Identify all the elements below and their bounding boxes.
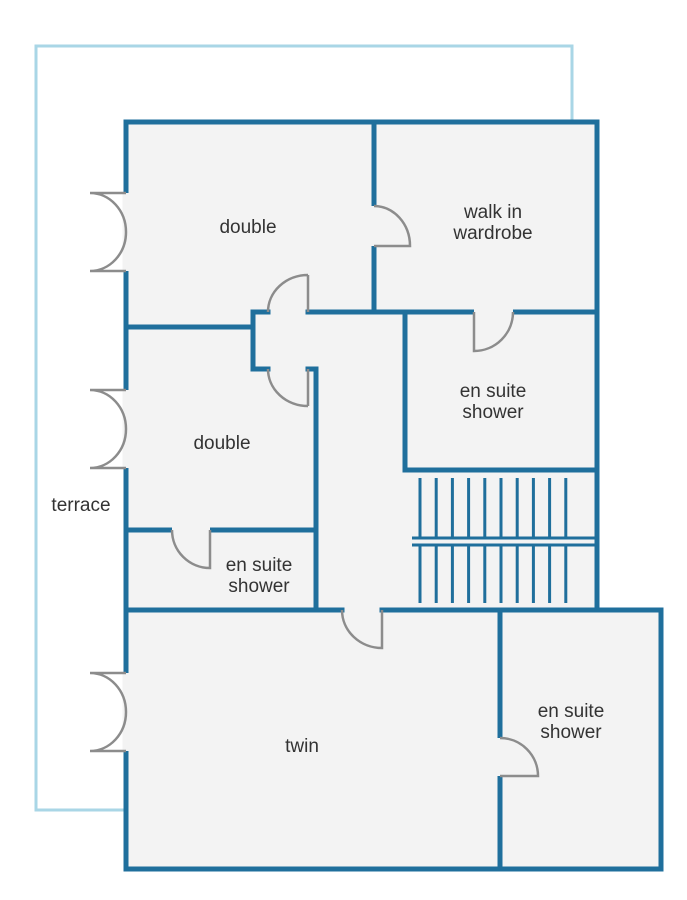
room-labels: terrace double walk in wardrobe en suite…: [51, 202, 604, 757]
label-walk-in-1: walk in: [463, 202, 522, 223]
door-openings: [172, 206, 513, 776]
label-ensuite-top-2: shower: [462, 402, 524, 423]
label-ensuite-top-1: en suite: [460, 381, 527, 402]
staircase: [412, 478, 595, 603]
label-twin: twin: [285, 736, 319, 757]
doors: [89, 191, 540, 778]
label-terrace: terrace: [51, 495, 110, 516]
door-ensuite-right: [499, 736, 540, 778]
door-ensuite-small: [170, 529, 212, 570]
floor-fill: [126, 122, 661, 869]
label-ensuite-right-2: shower: [540, 722, 602, 743]
stair-treads: [418, 478, 568, 603]
label-walk-in-2: wardrobe: [452, 223, 532, 244]
label-double-top: double: [219, 217, 276, 238]
label-ensuite-small-1: en suite: [226, 555, 293, 576]
door-double-top: [266, 273, 310, 313]
door-ensuite-top: [472, 311, 515, 353]
door-wardrobe: [373, 204, 412, 248]
door-terrace-top: [89, 191, 128, 273]
door-terrace-twin: [89, 671, 128, 753]
label-ensuite-small-2: shower: [228, 576, 290, 597]
label-ensuite-right-1: en suite: [538, 701, 605, 722]
label-double-mid: double: [193, 433, 250, 454]
door-twin: [340, 609, 384, 650]
terrace-outline: [34, 44, 574, 812]
door-terrace-mid: [89, 388, 128, 470]
door-double-mid: [266, 368, 310, 408]
